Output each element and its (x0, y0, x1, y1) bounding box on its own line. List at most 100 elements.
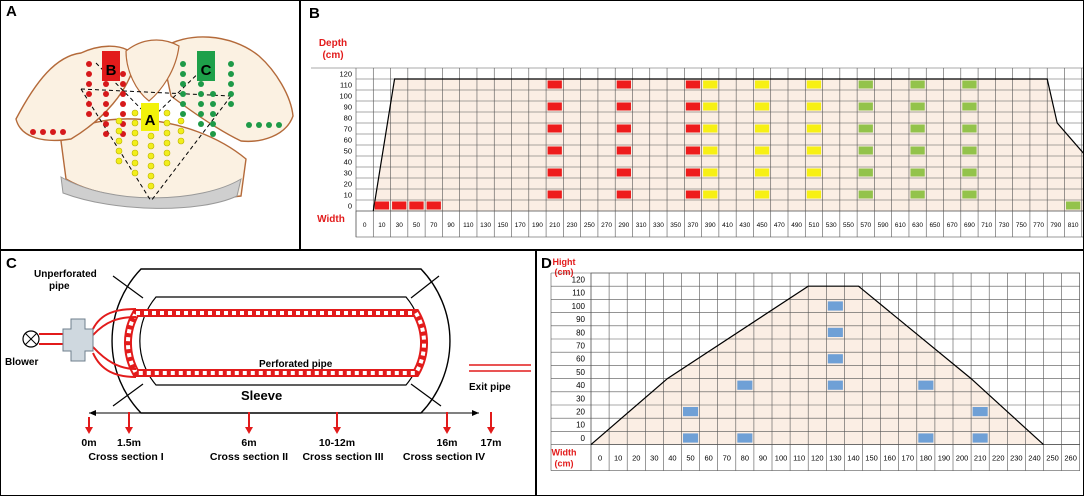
sensor-cell-yellow (806, 190, 822, 199)
row-label: 100 (572, 302, 586, 311)
col-label: 0 (363, 222, 367, 229)
sensor-cell-green (910, 124, 925, 133)
sensor-cell-green (910, 80, 925, 89)
sensor-cell-green (962, 190, 977, 199)
y-label-depth: Depth (319, 38, 347, 49)
col-label: 650 (929, 222, 940, 229)
col-label: 230 (1010, 454, 1023, 463)
col-label: 80 (741, 454, 749, 463)
col-label: 190 (938, 454, 951, 463)
sensor-cell-red (685, 102, 701, 111)
x-label-width: Width (552, 448, 577, 458)
marker-a-label: A (145, 112, 156, 129)
panel-c-label: C (6, 255, 17, 272)
row-label: 60 (344, 136, 352, 145)
panel-c: C Unperforated pipe Blower (0, 250, 536, 496)
col-label: 550 (843, 222, 854, 229)
sensor-cell-yellow (754, 146, 770, 155)
col-label: 70 (723, 454, 731, 463)
sensor-cell-red (685, 190, 701, 199)
sensor-cell-red (616, 80, 631, 89)
col-label: 110 (793, 454, 805, 463)
sensor-cell-green (910, 168, 925, 177)
col-label: 30 (650, 454, 658, 463)
sensor-cell-blue (918, 380, 934, 390)
sensor-cell-red (616, 190, 631, 199)
col-label: 670 (947, 222, 958, 229)
col-label: 180 (920, 454, 933, 463)
panel-a-label: A (6, 3, 17, 20)
sensor-cell-yellow (754, 124, 770, 133)
col-label: 250 (1046, 454, 1059, 463)
yellow-dot-columns (115, 109, 185, 190)
col-label: 40 (668, 454, 676, 463)
col-label: 490 (791, 222, 802, 229)
col-label: 160 (883, 454, 896, 463)
sensor-cell-green (962, 168, 977, 177)
col-label: 310 (636, 222, 647, 229)
sensor-cell-red (426, 201, 441, 210)
col-label: 330 (653, 222, 664, 229)
col-label: 730 (999, 222, 1010, 229)
row-label: 70 (344, 125, 352, 134)
sensor-cell-blue (972, 407, 988, 417)
col-label: 10 (614, 454, 622, 463)
cross-section-label: Cross section IV (403, 451, 485, 463)
col-label: 810 (1068, 222, 1079, 229)
sensor-cell-red (685, 146, 701, 155)
row-label: 10 (576, 421, 585, 430)
col-label: 140 (847, 454, 860, 463)
col-label: 250 (584, 222, 595, 229)
sensor-cell-green (858, 168, 873, 177)
col-label: 130 (829, 454, 842, 463)
col-label: 0 (598, 454, 602, 463)
position-arrow (85, 427, 93, 434)
position-arrow (487, 427, 495, 434)
row-label: 100 (339, 92, 352, 101)
sensor-cell-yellow (703, 124, 718, 133)
col-label: 750 (1016, 222, 1027, 229)
row-label: 30 (344, 169, 352, 178)
col-label: 690 (964, 222, 975, 229)
sensor-cell-green (1065, 201, 1081, 210)
sensor-cell-red (685, 80, 701, 89)
col-label: 410 (722, 222, 733, 229)
col-label: 220 (992, 454, 1005, 463)
sensor-cell-yellow (806, 124, 822, 133)
sensor-cell-green (962, 80, 977, 89)
sensor-cell-green (858, 80, 873, 89)
col-label: 30 (396, 222, 404, 229)
col-label: 350 (670, 222, 681, 229)
sensor-cell-blue (683, 433, 699, 443)
sensor-cell-blue (827, 380, 843, 390)
sensor-cell-green (962, 124, 977, 133)
col-label: 530 (826, 222, 837, 229)
sensor-cell-yellow (806, 80, 822, 89)
col-label: 90 (447, 222, 455, 229)
col-label: 610 (895, 222, 906, 229)
sensor-cell-red (616, 168, 631, 177)
col-label: 170 (901, 454, 914, 463)
col-label: 370 (688, 222, 699, 229)
row-label: 40 (576, 381, 585, 390)
marker-box-a (141, 103, 159, 131)
sensor-cell-red (685, 168, 701, 177)
col-label: 630 (912, 222, 923, 229)
col-label: 70 (430, 222, 438, 229)
panel-a: A (0, 0, 300, 250)
row-label: 120 (572, 276, 586, 285)
position-arrow (125, 427, 133, 434)
col-label: 150 (497, 222, 508, 229)
red-dot-columns (86, 61, 126, 137)
col-label: 150 (865, 454, 878, 463)
col-label: 230 (567, 222, 578, 229)
position-arrow (443, 427, 451, 434)
x-label-width: Width (317, 214, 345, 225)
sensor-cell-red (616, 124, 631, 133)
position-label: 16m (436, 437, 457, 449)
col-label: 10 (378, 222, 386, 229)
col-label: 100 (775, 454, 788, 463)
col-label: 200 (956, 454, 969, 463)
green-dots-right (246, 122, 282, 128)
col-label: 290 (618, 222, 629, 229)
